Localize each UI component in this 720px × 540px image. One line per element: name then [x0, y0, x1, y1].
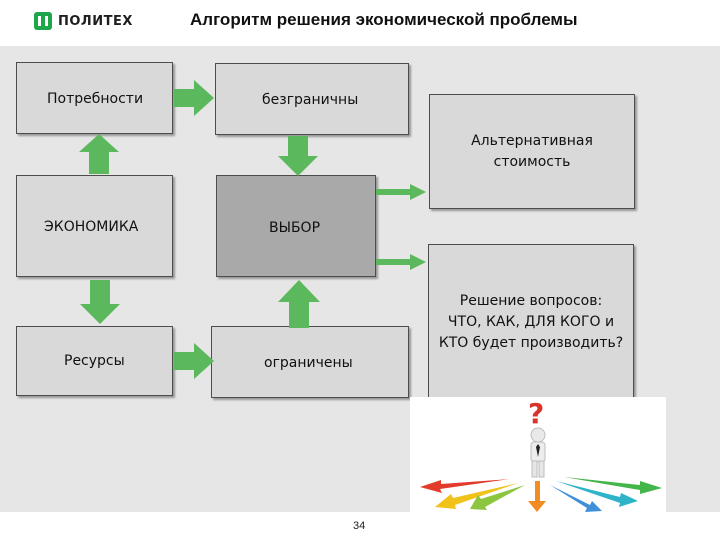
- economy-label: ЭКОНОМИКА: [44, 219, 139, 235]
- page-number: 34: [353, 520, 366, 532]
- green-arrow-icon: [376, 184, 426, 200]
- green-arrow-icon: [174, 343, 214, 379]
- logo: ПОЛИТЕХ: [34, 12, 133, 30]
- politech-logo-icon: [34, 12, 52, 30]
- needs-label: Потребности: [47, 91, 144, 107]
- header: ПОЛИТЕХ Алгоритм решения экономической п…: [0, 0, 720, 46]
- green-arrow-icon: [376, 254, 426, 270]
- slide-title: Алгоритм решения экономической проблемы: [190, 10, 578, 29]
- resources-label: Ресурсы: [64, 353, 125, 369]
- question-mark-icon: ?: [528, 397, 544, 430]
- decision-illustration: ?: [410, 397, 666, 512]
- limited-label: ограничены: [264, 355, 353, 371]
- resources-box: Ресурсы: [16, 326, 173, 396]
- green-arrow-icon: [79, 134, 119, 174]
- unlimited-box: безграничны: [215, 63, 409, 135]
- questions-line2: ЧТО, КАК, ДЛЯ КОГО и: [447, 314, 615, 330]
- opportunity-cost-box: Альтернативная стоимость: [429, 94, 635, 209]
- questions-box: Решение вопросов: ЧТО, КАК, ДЛЯ КОГО и К…: [428, 244, 634, 398]
- opportunity-cost-line2: стоимость: [493, 154, 571, 170]
- green-arrow-icon: [278, 136, 318, 176]
- questions-line1: Решение вопросов:: [459, 293, 603, 309]
- unlimited-label: безграничны: [262, 92, 359, 108]
- needs-box: Потребности: [16, 62, 173, 134]
- economy-box: ЭКОНОМИКА: [16, 175, 173, 277]
- limited-box: ограничены: [211, 326, 409, 398]
- opportunity-cost-line1: Альтернативная: [471, 133, 593, 149]
- choice-label: ВЫБОР: [269, 220, 321, 236]
- direction-arrows-icon: ?: [420, 397, 662, 512]
- questions-line3: КТО будет производить?: [438, 335, 624, 351]
- green-arrow-icon: [80, 280, 120, 324]
- green-arrow-icon: [174, 80, 214, 116]
- choice-box: ВЫБОР: [216, 175, 376, 277]
- green-arrow-icon: [278, 280, 320, 328]
- logo-text: ПОЛИТЕХ: [58, 13, 133, 29]
- person-icon: [530, 427, 546, 478]
